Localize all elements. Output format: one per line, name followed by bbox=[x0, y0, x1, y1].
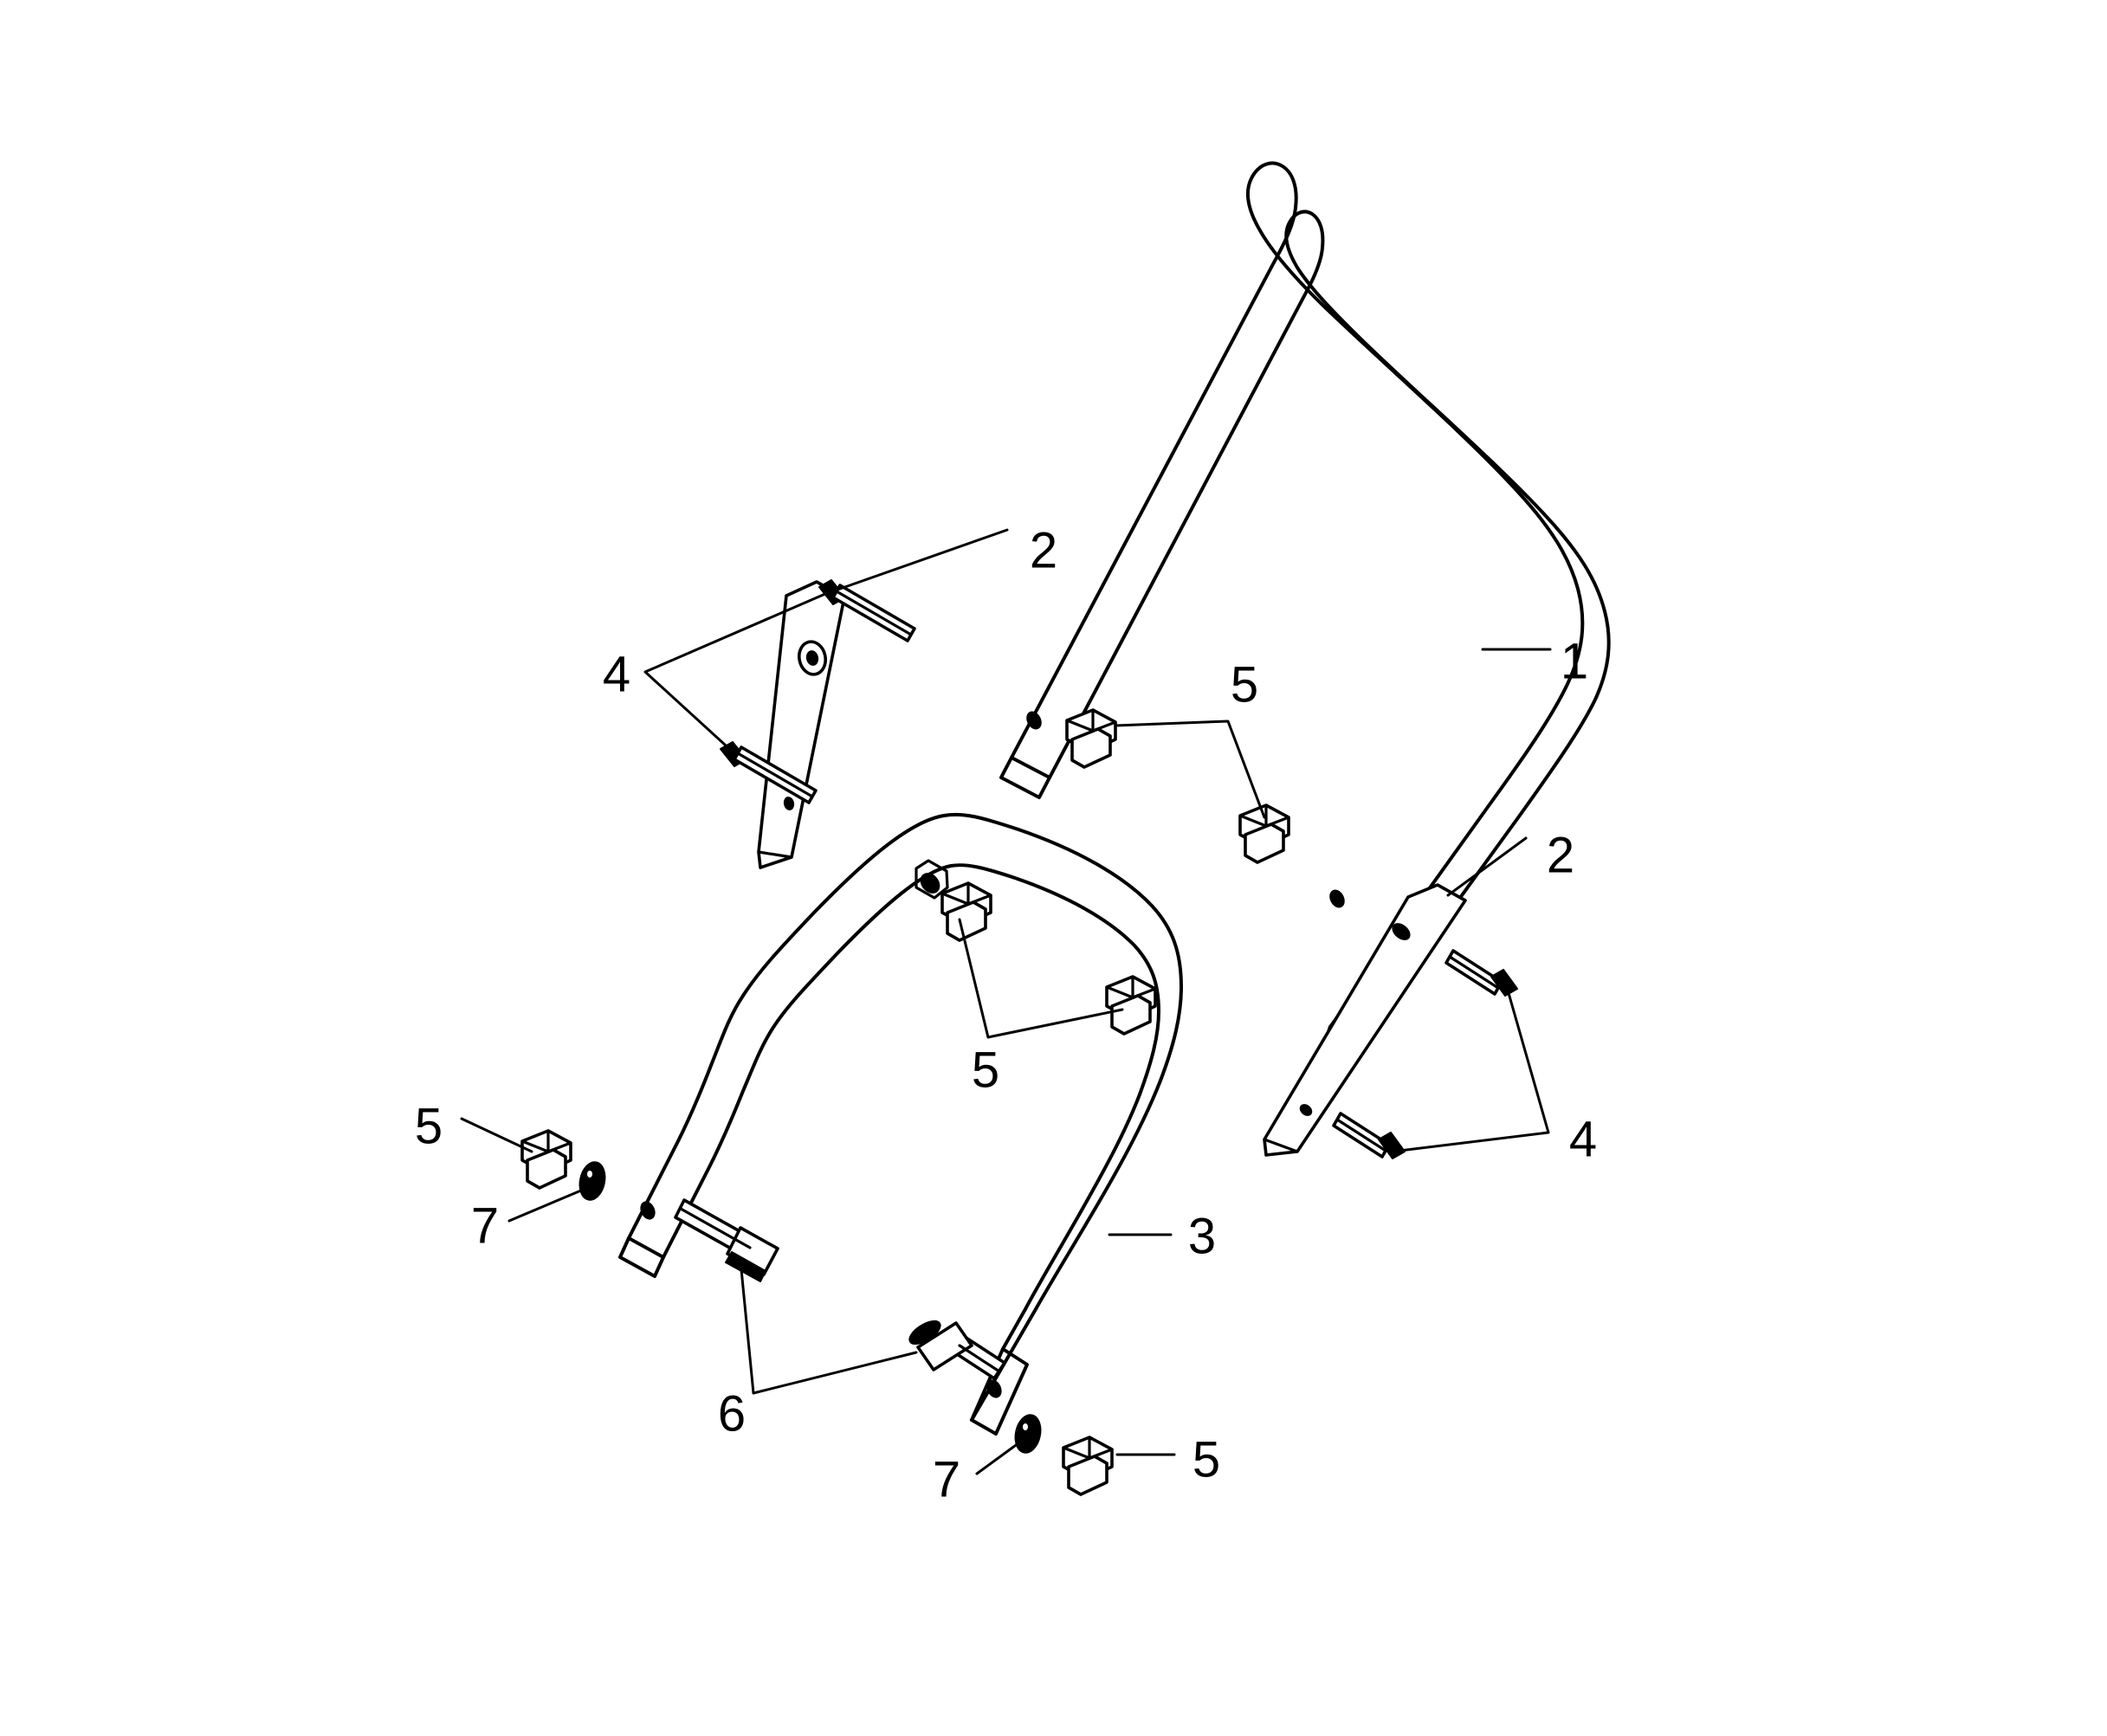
leader-line-2-right bbox=[1446, 836, 1528, 897]
callout-label-7-left: 7 bbox=[471, 1197, 499, 1254]
leader-line-5-upper bbox=[1114, 720, 1266, 819]
wing-knob-middle-right bbox=[1105, 975, 1157, 1036]
carriage-bolt-lower bbox=[908, 1320, 1006, 1380]
callout-label-3: 3 bbox=[1188, 1208, 1216, 1264]
callout-label-4-right: 4 bbox=[1569, 1111, 1597, 1167]
callout-label-2-left: 2 bbox=[1030, 522, 1057, 578]
leader-line-7-bottom bbox=[975, 1439, 1024, 1475]
handle-bracket-left bbox=[757, 580, 846, 869]
cap-plug-bottom bbox=[1014, 1414, 1042, 1454]
cap-plug-left bbox=[578, 1161, 606, 1201]
lower-handle-bar bbox=[618, 812, 1183, 1436]
leader-line-4-left bbox=[643, 589, 835, 756]
wing-knob-upper-right bbox=[1238, 803, 1290, 864]
leader-line-7-left bbox=[507, 1186, 589, 1223]
wing-knob-bottom bbox=[1062, 1436, 1114, 1496]
wing-knob-middle-left bbox=[940, 881, 992, 942]
leader-line-6 bbox=[740, 1268, 918, 1395]
callout-label-5-middle: 5 bbox=[972, 1042, 999, 1098]
callout-label-2-right: 2 bbox=[1547, 827, 1574, 883]
leader-line-2-left bbox=[824, 528, 1009, 596]
upper-handle-bar bbox=[999, 161, 1611, 1049]
callout-label-5-left: 5 bbox=[415, 1098, 443, 1154]
callout-label-5-bottom: 5 bbox=[1192, 1431, 1220, 1488]
callout-label-4-left: 4 bbox=[603, 646, 630, 702]
handle-bracket-right bbox=[1263, 883, 1467, 1157]
callout-label-1: 1 bbox=[1561, 633, 1588, 689]
leader-line-5-middle bbox=[958, 918, 1124, 1039]
callout-label-6: 6 bbox=[718, 1385, 746, 1442]
bracket-screw-right-upper bbox=[1445, 949, 1518, 997]
callout-label-5-upper: 5 bbox=[1231, 656, 1258, 713]
leader-line-4-right bbox=[1391, 985, 1550, 1153]
carriage-bolt-upper bbox=[674, 1198, 779, 1282]
callout-label-7-bottom: 7 bbox=[933, 1451, 960, 1507]
leader-line-5-left bbox=[460, 1117, 533, 1153]
wing-knob-upper-left bbox=[1065, 708, 1117, 769]
wing-knob-left bbox=[520, 1129, 572, 1190]
